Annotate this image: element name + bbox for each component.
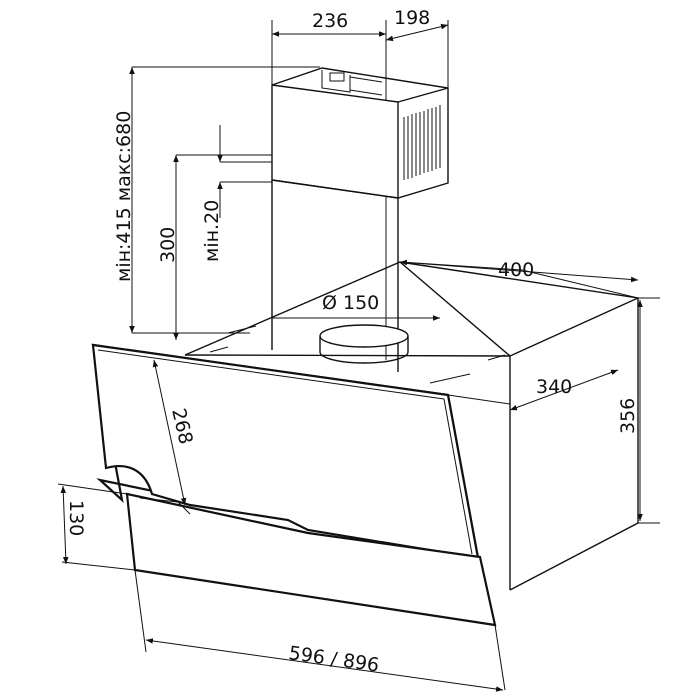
dim-lower-panel-height: 130 — [57, 483, 136, 571]
label-340: 340 — [536, 376, 572, 398]
dim-duct-diameter: Ø 150 — [272, 292, 440, 321]
chimney-upper-section — [271, 67, 449, 199]
dim-chimney-offset: 300 — [157, 154, 272, 340]
dim-min-gap: мін.20 — [201, 125, 272, 262]
label-356: 356 — [617, 398, 639, 434]
label-236: 236 — [312, 10, 348, 32]
dim-height-range: мін:415 макс:680 — [113, 66, 320, 334]
glass-front-panel — [91, 343, 480, 560]
dim-total-height: 356 — [617, 297, 660, 524]
label-front-width: 596 / 896 — [287, 642, 380, 676]
dim-chimney-depth: 198 — [385, 7, 449, 88]
label-130: 130 — [65, 500, 87, 536]
dim-body-width: 400 — [399, 259, 639, 299]
label-diameter: Ø 150 — [322, 292, 379, 314]
dim-body-depth: 340 — [447, 369, 619, 411]
label-198: 198 — [394, 7, 430, 29]
label-height-range: мін:415 макс:680 — [113, 111, 135, 282]
label-400: 400 — [498, 259, 534, 281]
duct-outlet — [319, 324, 409, 364]
vent-slots — [403, 105, 441, 180]
label-min20: мін.20 — [201, 200, 223, 262]
label-300: 300 — [157, 227, 179, 263]
